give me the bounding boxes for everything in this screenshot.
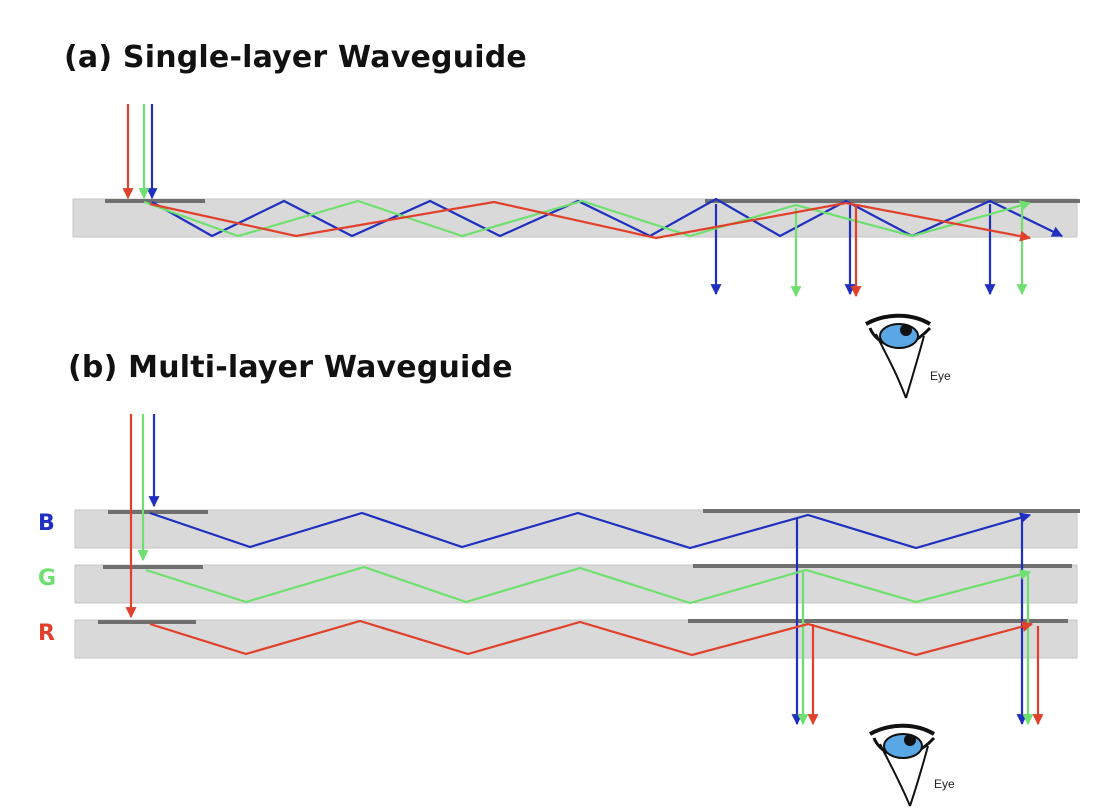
panel-b-input-beams xyxy=(125,414,160,619)
panel-a-waveguide xyxy=(72,198,1080,238)
eye-label: Eye xyxy=(930,369,951,383)
panel-a-red-path xyxy=(122,104,1032,298)
panel-a-blue-path xyxy=(146,104,1063,296)
layer-label-g: G xyxy=(38,566,57,591)
eye-icon: Eye xyxy=(869,723,955,807)
layer-label-b: B xyxy=(38,511,55,536)
eye-icon: Eye xyxy=(865,313,951,399)
waveguide-layer-b xyxy=(74,509,1078,549)
waveguide-layer-g xyxy=(74,564,1078,604)
panel-a-title: (a) Single-layer Waveguide xyxy=(64,40,527,75)
panel-b-green-path xyxy=(145,565,1034,726)
waveguide-slab xyxy=(72,198,1078,238)
panel-b-waveguides xyxy=(74,509,1080,659)
layer-label-r: R xyxy=(38,621,55,646)
panel-a-green-path xyxy=(138,104,1032,298)
eye-label: Eye xyxy=(934,777,955,791)
panel-b-title: (b) Multi-layer Waveguide xyxy=(68,350,513,385)
panel-b-blue-path xyxy=(149,511,1032,726)
panel-b-red-path xyxy=(149,619,1044,726)
waveguide-layer-r xyxy=(74,619,1078,659)
